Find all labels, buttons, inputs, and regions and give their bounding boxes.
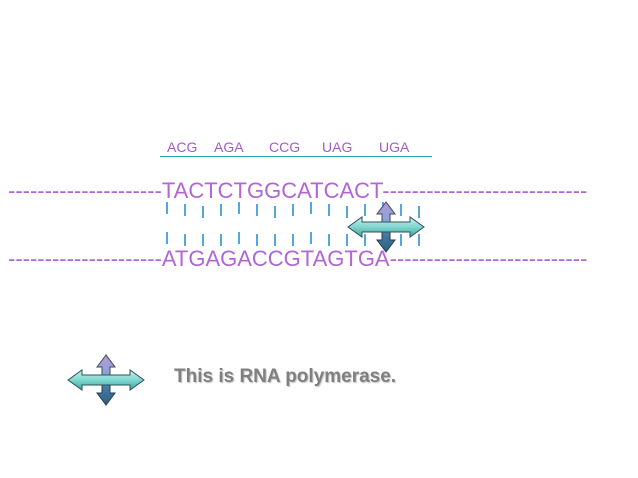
codon-5: UGA (379, 139, 410, 155)
codon-underline (160, 156, 432, 157)
codon-row: ACG AGA CCG UAG UGA (167, 139, 437, 155)
codon-2: AGA (214, 139, 244, 155)
dna-template-strand: ---------------------TACTCTGGCATCACT----… (8, 178, 588, 203)
codon-3: CCG (269, 139, 301, 155)
legend-label: This is RNA polymerase. (174, 366, 397, 387)
dna-coding-strand: ---------------------ATGAGACCGTAGTGA----… (8, 246, 588, 271)
codon-4: UAG (322, 139, 353, 155)
codon-1: ACG (167, 139, 198, 155)
rna-polymerase-icon (347, 201, 425, 253)
legend-rna-polymerase-icon (67, 354, 145, 406)
